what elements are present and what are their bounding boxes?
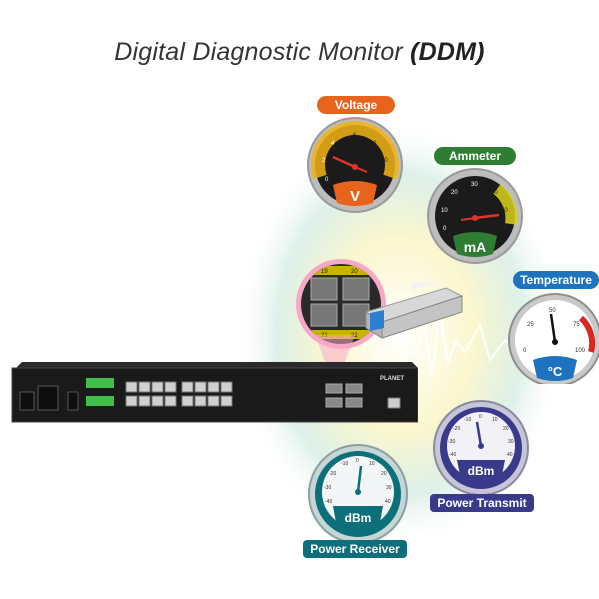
- voltage-unit: V: [350, 188, 360, 205]
- page-title: Digital Diagnostic Monitor (DDM): [0, 38, 599, 67]
- ammeter-tick: 10: [441, 208, 448, 214]
- receiver-tick: 10: [369, 461, 375, 467]
- transmit-tick: -30: [448, 439, 455, 445]
- ammeter-label: Ammeter: [434, 147, 516, 165]
- temperature-tick: 75: [573, 322, 580, 328]
- temperature-unit: °C: [548, 364, 563, 379]
- ammeter-tick: 60: [501, 226, 508, 232]
- temperature-label: Temperature: [513, 271, 599, 289]
- receiver-tick: 20: [381, 471, 387, 477]
- receiver-tick: -30: [324, 485, 331, 491]
- zoom-connector: [315, 335, 355, 380]
- sfp-cage-zoom: 19 20 21 22: [296, 259, 386, 349]
- receiver-unit: dBm: [345, 511, 372, 525]
- voltage-label: Voltage: [317, 96, 395, 114]
- receiver-tick: -20: [329, 471, 336, 477]
- title-accent: (DDM): [410, 38, 485, 66]
- receiver-tick: 30: [386, 485, 392, 491]
- transmit-tick: 40: [507, 452, 513, 458]
- receiver-tick: -10: [341, 461, 348, 467]
- ammeter-tick: 50: [501, 208, 508, 214]
- network-switch: PLANET: [11, 362, 418, 423]
- voltage-tick: 4: [331, 141, 335, 147]
- transmit-tick: 10: [492, 417, 498, 423]
- voltage-tick: 0: [325, 177, 329, 183]
- power-transmit-gauge: -40 -30 -20 -10 0 10 20 30 40 dBm: [433, 400, 529, 496]
- voltage-tick: 6: [353, 133, 357, 139]
- ammeter-unit: mA: [464, 239, 487, 255]
- title-text: Digital Diagnostic Monitor: [114, 38, 411, 66]
- receiver-tick: -40: [325, 499, 332, 505]
- transmit-tick: 20: [503, 426, 509, 432]
- sfp-label: 19: [321, 269, 328, 275]
- receiver-tick: 0: [356, 458, 359, 464]
- temperature-tick: 25: [527, 322, 534, 328]
- switch-brand: PLANET: [380, 376, 404, 382]
- temperature-tick: 50: [549, 308, 556, 314]
- waveform: [395, 311, 541, 376]
- transmit-unit: dBm: [468, 464, 495, 478]
- sfp-label: 22: [351, 333, 358, 339]
- voltage-tick: 10: [381, 158, 388, 164]
- ammeter-tick: 20: [451, 190, 458, 196]
- power-receiver-gauge: -40 -30 -20 -10 0 10 20 30 40 dBm: [308, 444, 408, 544]
- temperature-gauge: 0 25 50 75 100 °C: [508, 293, 599, 384]
- transmit-tick: 30: [508, 439, 514, 445]
- voltage-tick: 2: [322, 158, 326, 164]
- temperature-tick: 100: [575, 348, 586, 354]
- transmit-tick: -20: [453, 426, 460, 432]
- ammeter-tick: 40: [491, 190, 498, 196]
- sfp-label: 20: [351, 269, 358, 275]
- voltage-tick: 8: [373, 141, 377, 147]
- receiver-tick: 40: [385, 499, 391, 505]
- ammeter-gauge: 0 10 20 30 40 50 60 mA: [427, 168, 523, 264]
- transmit-tick: 0: [479, 414, 482, 420]
- transmit-tick: -40: [449, 452, 456, 458]
- sfp-module: [364, 282, 464, 339]
- ammeter-tick: 0: [443, 226, 447, 232]
- voltage-tick: 12: [381, 177, 388, 183]
- temperature-tick: 0: [523, 348, 527, 354]
- transmit-tick: -10: [464, 417, 471, 423]
- ammeter-tick: 30: [471, 182, 478, 188]
- power-transmit-label: Power Transmit: [430, 494, 534, 512]
- voltage-gauge: 0 2 4 6 8 10 12 V: [307, 117, 403, 213]
- power-receiver-label: Power Receiver: [303, 540, 407, 558]
